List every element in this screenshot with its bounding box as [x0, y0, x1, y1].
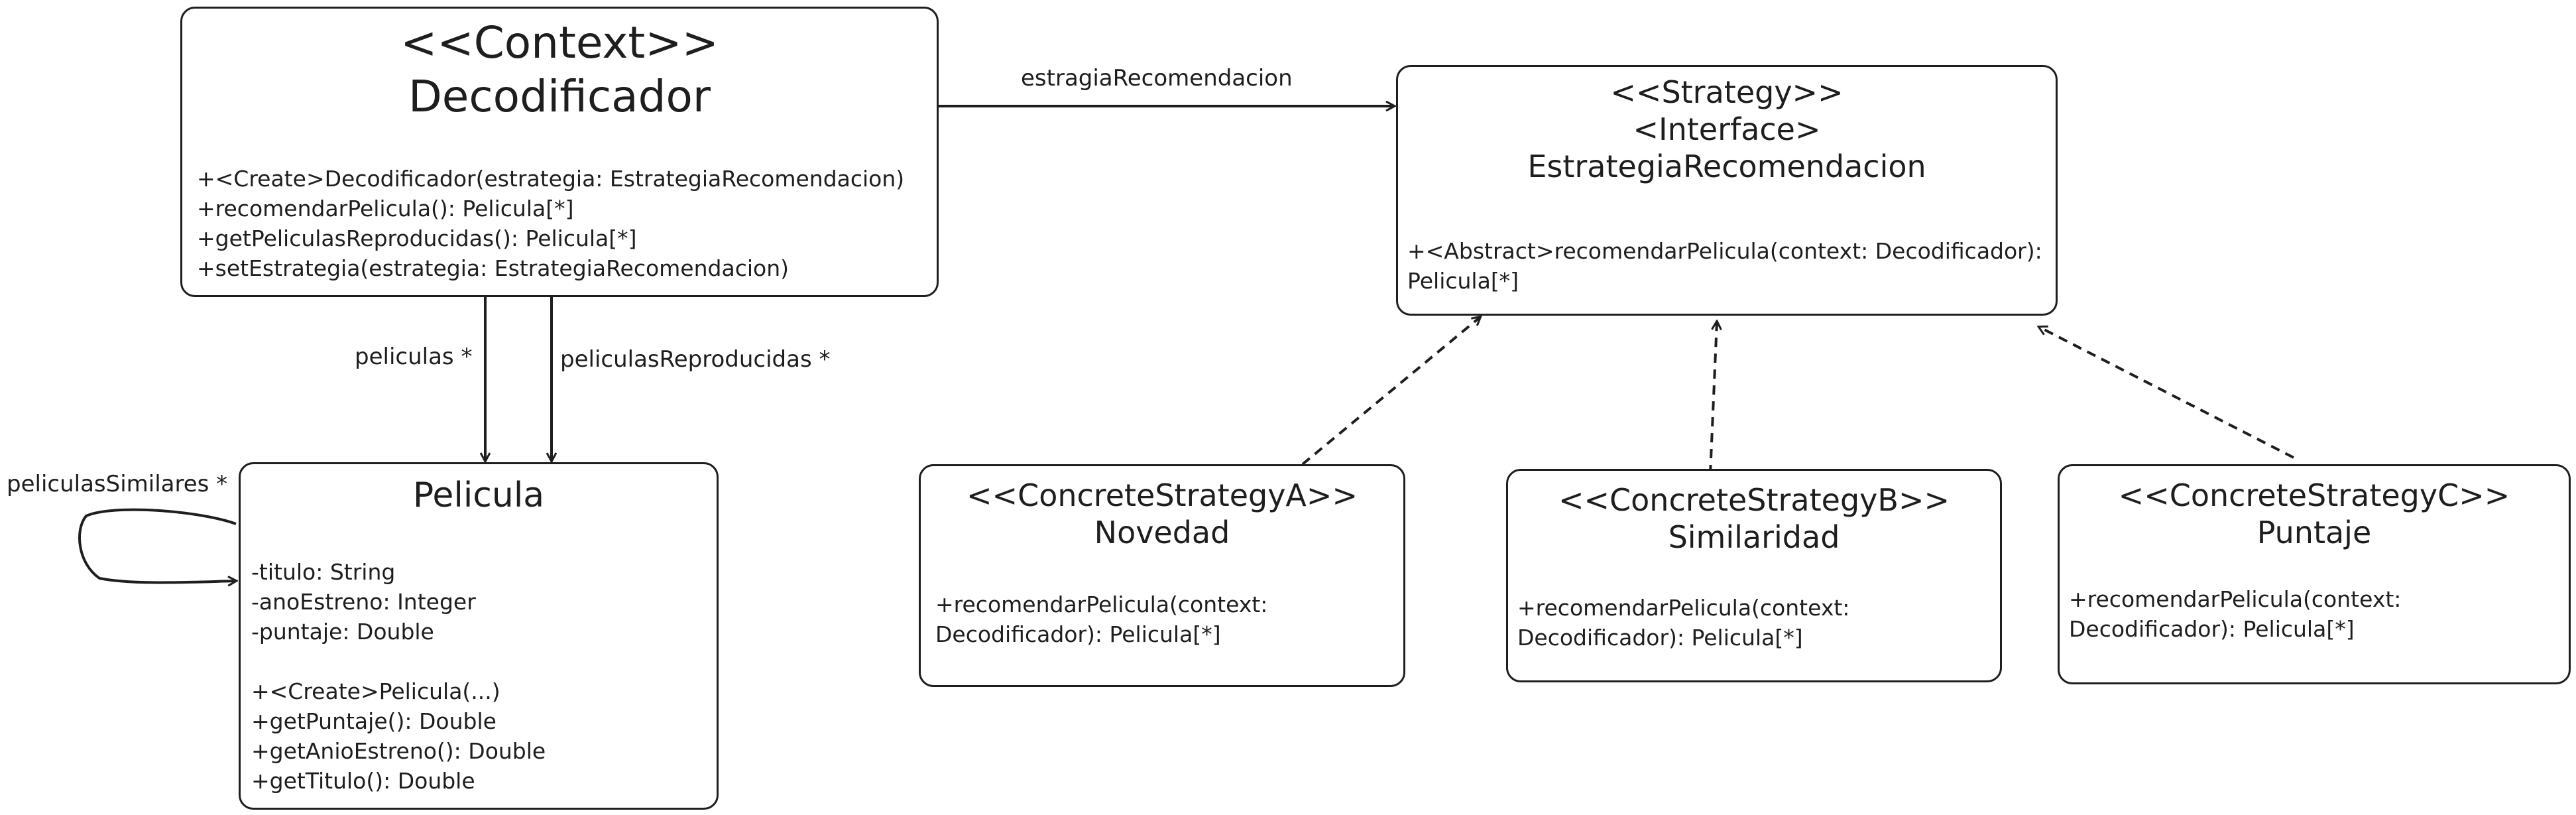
- similares-association-label: peliculasSimilares *: [7, 471, 228, 497]
- concrete-b-stereotype: <<ConcreteStrategyB>>: [1558, 482, 1950, 518]
- method-item: Decodificador): Pelicula[*]: [2069, 616, 2355, 642]
- method-item: +getPeliculasReproducidas(): Pelicula[*]: [197, 225, 637, 251]
- strategy-interface-name: EstrategiaRecomendacion: [1527, 149, 1926, 185]
- concrete-c-stereotype: <<ConcreteStrategyC>>: [2118, 477, 2510, 513]
- method-item: +getTitulo(): Double: [251, 768, 475, 794]
- pelicula-members: -titulo: String -anoEstreno: Integer -pu…: [251, 557, 546, 796]
- concrete-a-stereotype: <<ConcreteStrategyA>>: [966, 477, 1358, 513]
- method-item: +<Create>Pelicula(...): [251, 678, 500, 704]
- strategy-association-label: estragiaRecomendacion: [1021, 65, 1293, 92]
- context-class-name: Decodificador: [408, 70, 711, 122]
- method-item: +recomendarPelicula(context:: [2069, 586, 2402, 612]
- method-item: +setEstrategia(estrategia: EstrategiaRec…: [197, 255, 789, 281]
- realization-novedad-line: [1301, 317, 1480, 466]
- method-item: +<Create>Decodificador(estrategia: Estra…: [197, 166, 905, 192]
- concrete-c-class-name: Puntaje: [2256, 515, 2372, 551]
- strategy-kind: <Interface>: [1633, 111, 1821, 148]
- attribute-item: -puntaje: Double: [251, 619, 434, 645]
- realization-puntaje-line: [2039, 327, 2294, 459]
- context-stereotype: <<Context>>: [400, 17, 719, 68]
- method-item: +getAnioEstreno(): Double: [251, 738, 546, 764]
- pelicula-class-name: Pelicula: [412, 475, 545, 515]
- concrete-strategy-c-box[interactable]: <<ConcreteStrategyC>> Puntaje +recomenda…: [2058, 464, 2571, 684]
- concrete-b-class-name: Similaridad: [1668, 519, 1840, 556]
- concrete-strategy-a-box[interactable]: <<ConcreteStrategyA>> Novedad +recomenda…: [919, 464, 1405, 687]
- method-item: +getPuntaje(): Double: [251, 708, 497, 734]
- concrete-strategy-b-box[interactable]: <<ConcreteStrategyB>> Similaridad +recom…: [1506, 469, 2002, 682]
- method-item: +<Abstract>recomendarPelicula(context: D…: [1407, 238, 2042, 264]
- strategy-stereotype: <<Strategy>>: [1610, 74, 1844, 110]
- attribute-item: -anoEstreno: Integer: [251, 589, 476, 615]
- attribute-item: -titulo: String: [251, 559, 396, 585]
- strategy-interface-box[interactable]: <<Strategy>> <Interface> EstrategiaRecom…: [1396, 65, 2058, 316]
- context-class-box[interactable]: <<Context>> Decodificador +<Create>Decod…: [180, 7, 939, 297]
- method-item: Pelicula[*]: [1407, 268, 1519, 294]
- method-item: +recomendarPelicula(): Pelicula[*]: [197, 196, 574, 221]
- pelicula-class-box[interactable]: Pelicula -titulo: String -anoEstreno: In…: [239, 462, 719, 810]
- self-association-line: [78, 508, 236, 583]
- method-item: Decodificador): Pelicula[*]: [1517, 625, 1803, 651]
- method-item: +recomendarPelicula(context:: [1517, 595, 1850, 621]
- strategy-methods: +<Abstract>recomendarPelicula(context: D…: [1407, 236, 2042, 296]
- concrete-c-methods: +recomendarPelicula(context: Decodificad…: [2069, 584, 2401, 644]
- concrete-a-methods: +recomendarPelicula(context: Decodificad…: [935, 590, 1267, 649]
- concrete-a-class-name: Novedad: [1094, 515, 1230, 551]
- peliculas-association-label: peliculas *: [355, 344, 473, 370]
- context-methods: +<Create>Decodificador(estrategia: Estra…: [197, 164, 904, 283]
- method-item: +recomendarPelicula(context:: [935, 592, 1268, 617]
- method-item: Decodificador): Pelicula[*]: [935, 621, 1221, 647]
- reproducidas-association-label: peliculasReproducidas *: [560, 346, 831, 373]
- concrete-b-methods: +recomendarPelicula(context: Decodificad…: [1517, 593, 1849, 653]
- section-gap: [251, 647, 546, 676]
- realization-similaridad-line: [1709, 322, 1717, 475]
